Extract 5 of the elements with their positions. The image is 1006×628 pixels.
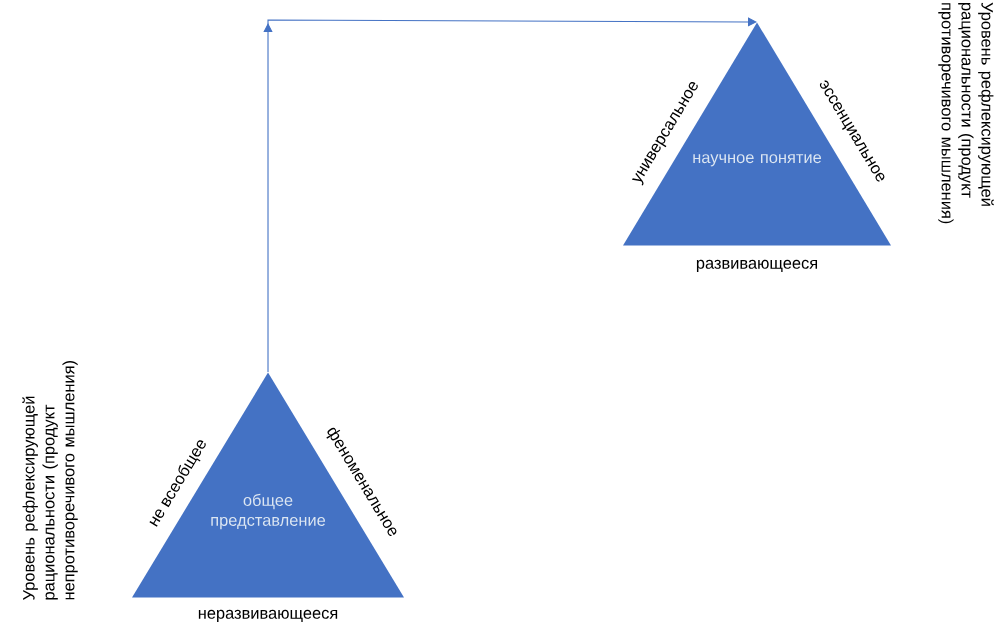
- level-text: Уровень рефлексирующей рациональности (продукт противоречивого мышления): [938, 2, 994, 224]
- side-label: неразвивающееся: [198, 609, 338, 623]
- level-text: Уровень рефлексирующей рациональности (продукт непротиворечивого мышления): [22, 360, 78, 601]
- arrow: [263, 17, 757, 373]
- side-label: развивающееся: [696, 259, 817, 273]
